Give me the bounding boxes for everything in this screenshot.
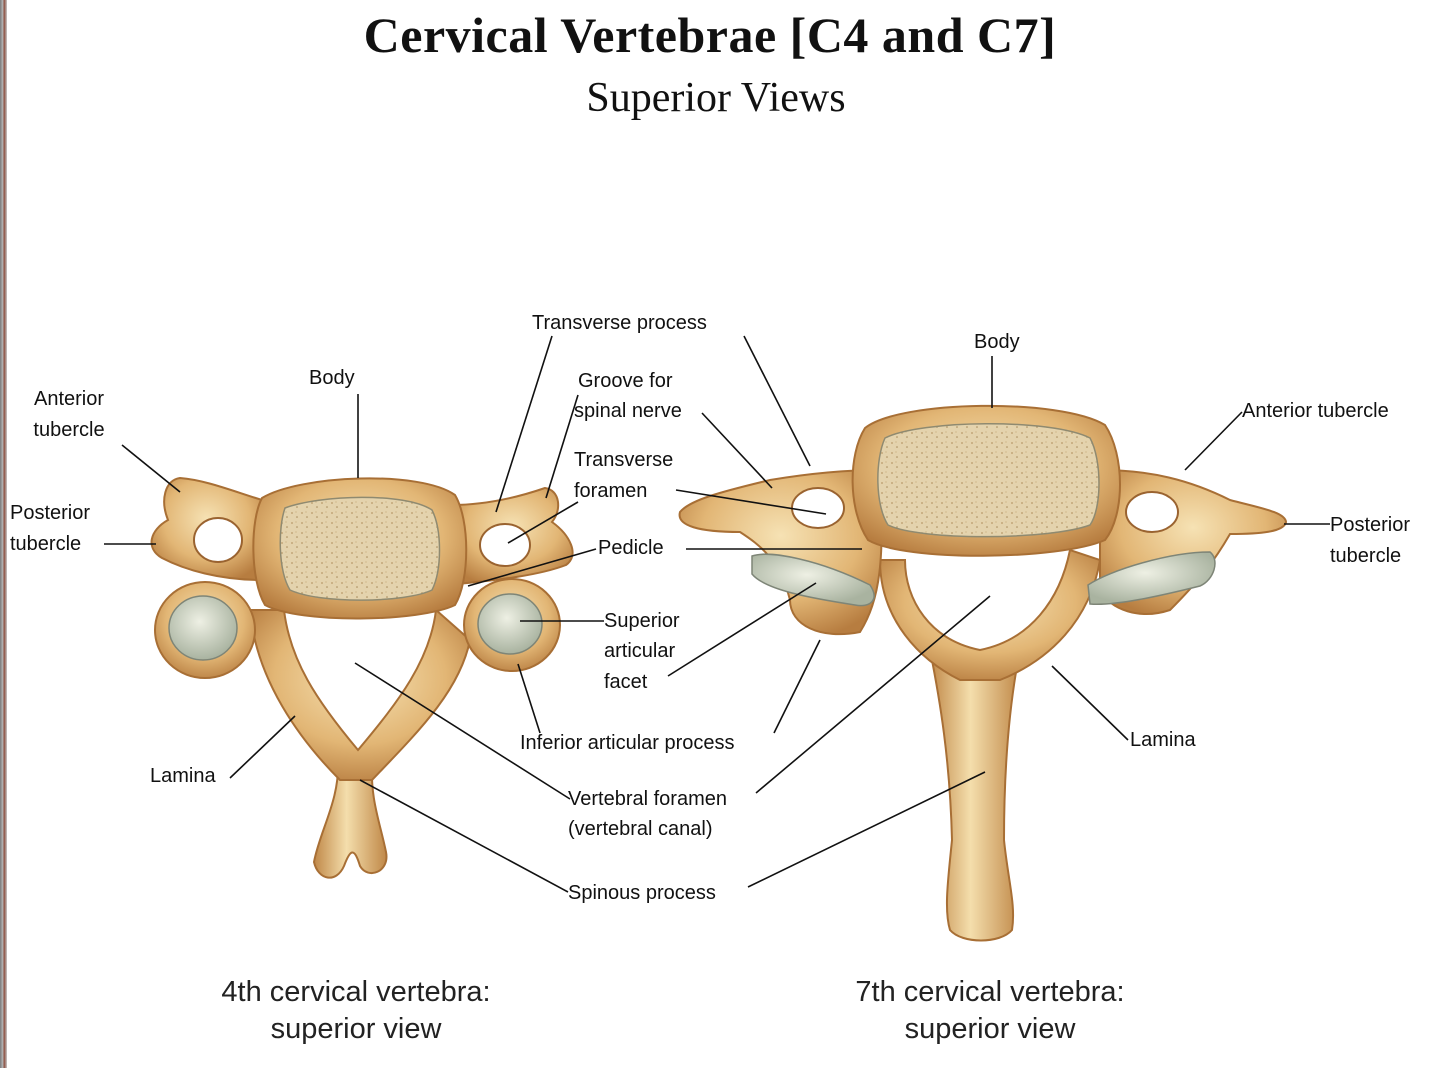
c4-vertebra (150, 476, 574, 879)
label-transverse-process: Transverse process (532, 312, 707, 334)
label-c4-posterior-line2: tubercle (10, 533, 82, 555)
label-c4-anterior-line1: Anterior (33, 388, 105, 410)
label-c7-body: Body (974, 331, 1020, 353)
c7-vertebra (678, 404, 1288, 942)
caption-c7-line1: 7th cervical vertebra: (855, 976, 1125, 1008)
c4-body-surface (279, 496, 441, 601)
c4-left-facet (168, 595, 238, 661)
label-pedicle: Pedicle (598, 537, 664, 559)
label-c7-posterior-line2: tubercle (1330, 545, 1402, 567)
label-transverse-foramen-line2: foramen (574, 480, 648, 502)
c4-right-transverse-foramen (479, 523, 531, 567)
c4-left-transverse-foramen (193, 517, 243, 563)
c7-spinous-process (928, 649, 1022, 942)
label-superior-articular-line2: articular (604, 640, 676, 662)
label-superior-articular-line3: facet (604, 671, 648, 693)
label-groove-line2: spinal nerve (574, 400, 682, 422)
c7-body-surface (877, 423, 1100, 538)
page-subtitle: Superior Views (586, 75, 846, 121)
label-c7-posterior-line1: Posterior (1330, 514, 1411, 536)
label-vertebral-foramen-line1: Vertebral foramen (568, 788, 727, 810)
leader-lines (104, 335, 1330, 893)
c7-right-facet (1087, 551, 1216, 606)
label-groove-line1: Groove for (578, 370, 673, 392)
label-vertebral-foramen-line2: (vertebral canal) (568, 818, 713, 840)
caption-c4-line1: 4th cervical vertebra: (221, 976, 491, 1008)
label-c4-lamina: Lamina (150, 765, 216, 787)
c4-spinous-process (312, 759, 388, 879)
label-spinous-process: Spinous process (568, 882, 716, 904)
window-left-edge (0, 0, 7, 1068)
c7-left-transverse-foramen (791, 487, 845, 529)
label-c7-lamina: Lamina (1130, 729, 1196, 751)
label-c4-anterior-line2: tubercle (33, 419, 105, 441)
label-transverse-foramen-line1: Transverse (574, 449, 674, 471)
caption-c4-line2: superior view (270, 1013, 442, 1045)
c7-left-facet (751, 553, 875, 607)
label-c7-anterior-tubercle: Anterior tubercle (1242, 400, 1389, 422)
page-title: Cervical Vertebrae [C4 and C7] (363, 7, 1057, 63)
c4-lamina-ring (248, 607, 472, 781)
label-c4-body: Body (309, 367, 355, 389)
caption-c7-line2: superior view (904, 1013, 1076, 1045)
label-c4-posterior-line1: Posterior (10, 502, 91, 524)
label-inferior-articular-process: Inferior articular process (520, 732, 735, 754)
label-superior-articular-line1: Superior (604, 610, 680, 632)
c4-right-facet (477, 593, 543, 655)
c7-right-transverse-foramen (1125, 491, 1179, 533)
